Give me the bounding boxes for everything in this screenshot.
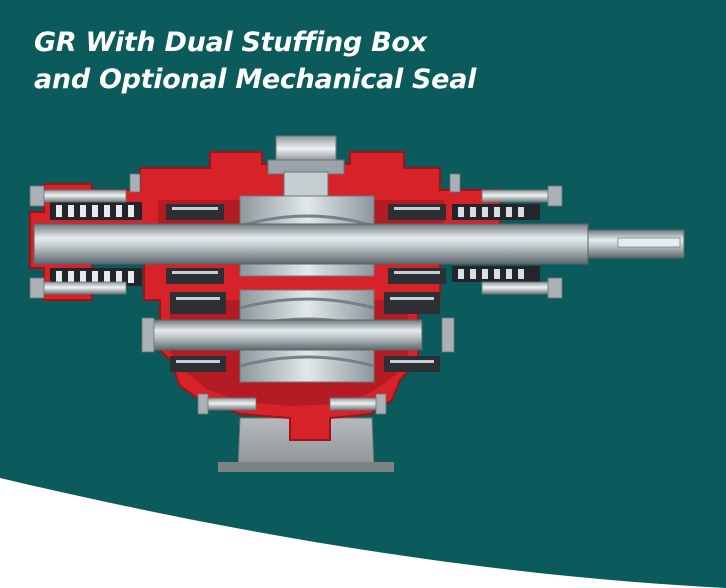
drive-shaft: [33, 223, 685, 265]
bearings: [166, 204, 446, 372]
flange-bolts: [29, 173, 563, 415]
title-line-2: and Optional Mechanical Seal: [34, 64, 477, 95]
idler-shaft: [151, 319, 423, 351]
page-title: GR With Dual Stuffing Box and Optional M…: [34, 24, 476, 98]
top-cap: [267, 135, 345, 197]
stuffing-box-right: [452, 204, 540, 282]
stuffing-box-left: [50, 202, 142, 286]
title-line-1: GR With Dual Stuffing Box: [34, 27, 427, 58]
